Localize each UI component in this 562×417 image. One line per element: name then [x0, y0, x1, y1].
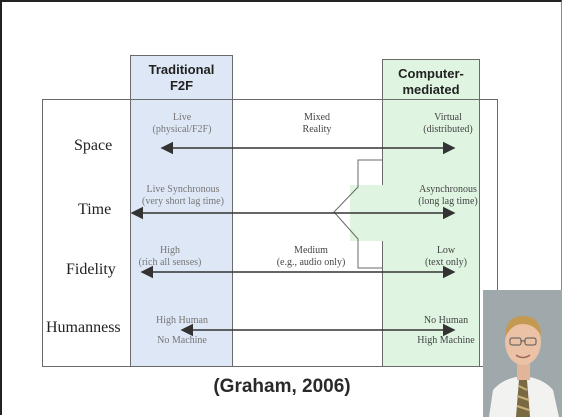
space-right-text: Virtual (distributed)	[400, 112, 496, 136]
text-line: No Machine	[157, 335, 207, 346]
text-line: High	[160, 245, 180, 256]
text-line: Asynchronous	[419, 184, 477, 195]
row-label-fidelity: Fidelity	[66, 261, 116, 278]
text-line: (very short lag time)	[142, 196, 224, 207]
heading-line: F2F	[169, 78, 194, 93]
heading-line: mediated	[402, 82, 460, 97]
row-label-space: Space	[74, 137, 113, 154]
dimension-frame	[42, 99, 498, 367]
heading-line: Traditional	[148, 62, 215, 77]
computer-mediated-heading: Computer- mediated	[382, 66, 480, 98]
text-line: Low	[436, 245, 456, 256]
text-line: (e.g., audio only)	[276, 257, 346, 268]
text-line: Live Synchronous	[146, 184, 220, 195]
text-line: Mixed	[303, 112, 331, 123]
humanness-left-text: High Human No Machine	[133, 311, 231, 351]
traditional-f2f-heading: Traditional F2F	[130, 62, 233, 94]
text-line: Virtual	[434, 112, 462, 123]
citation: (Graham, 2006)	[213, 376, 351, 397]
fidelity-right-text: Low (text only)	[406, 245, 486, 269]
fidelity-mid-text: Medium (e.g., audio only)	[265, 245, 357, 269]
space-mid-text: Mixed Reality	[277, 112, 357, 136]
text-line: Reality	[302, 124, 332, 135]
text-line: (text only)	[425, 257, 467, 268]
text-line: (distributed)	[423, 124, 473, 135]
text-line: (physical/F2F)	[152, 124, 212, 135]
time-right-text: Asynchronous (long lag time)	[398, 184, 498, 208]
fidelity-left-text: High (rich all senses)	[120, 245, 220, 269]
text-line: Live	[172, 112, 192, 123]
text-line: (rich all senses)	[138, 257, 202, 268]
row-label-time: Time	[78, 201, 112, 218]
time-left-text: Live Synchronous (very short lag time)	[128, 184, 238, 208]
row-label-humanness: Humanness	[46, 319, 121, 336]
person-portrait-icon	[483, 290, 562, 417]
text-line: Medium	[294, 245, 328, 256]
heading-line: Computer-	[398, 66, 464, 81]
humanness-right-text: No Human High Machine	[398, 311, 494, 351]
portrait-drawing	[483, 290, 562, 417]
space-left-text: Live (physical/F2F)	[133, 112, 231, 136]
text-line: No Human	[423, 315, 469, 326]
text-line: High Human	[156, 315, 208, 326]
text-line: High Machine	[417, 335, 475, 346]
text-line: (long lag time)	[418, 196, 478, 207]
